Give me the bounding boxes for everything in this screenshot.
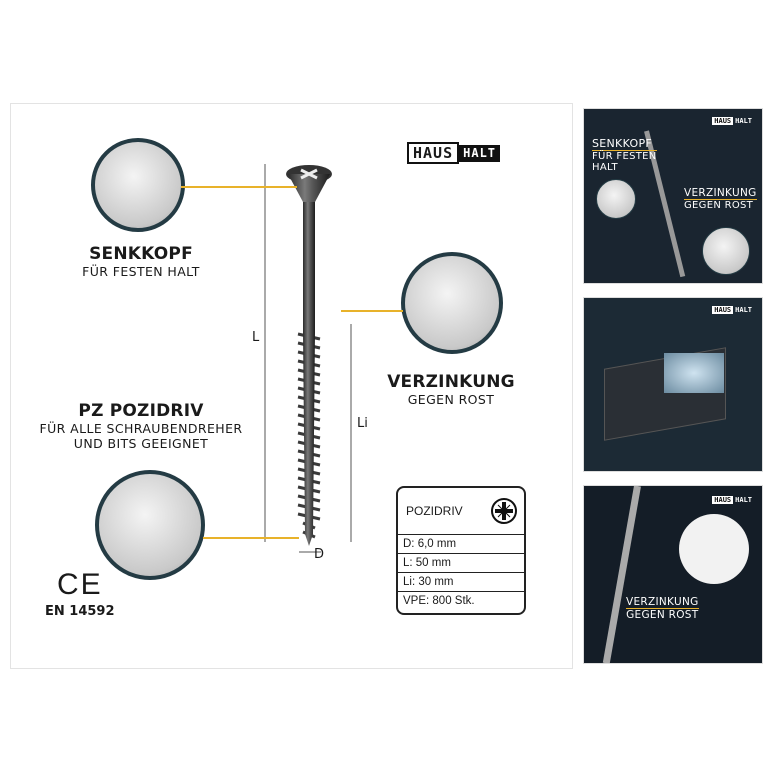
logo-part-haus: HAUS: [712, 117, 734, 125]
thumb-text: VERZINKUNG GEGEN ROST: [684, 187, 757, 211]
spec-row-packaging: VPE: 800 Stk.: [403, 595, 475, 607]
spec-header-label: POZIDRIV: [406, 504, 463, 518]
thumbnail-3[interactable]: HAUS HALT VERZINKUNG GEGEN ROST: [583, 485, 763, 664]
leader-line: [203, 537, 299, 539]
spec-table: POZIDRIV D: 6,0 mm L: 50 mm Li: 30 mm VP…: [396, 486, 526, 615]
screw-illustration: [264, 164, 352, 553]
logo-part-halt: HALT: [735, 117, 752, 125]
brand-logo: HAUS HALT: [712, 117, 754, 125]
brand-logo: HAUS HALT: [407, 142, 501, 164]
senkkopf-detail-image: [91, 138, 185, 232]
feature-subtitle: GEGEN ROST: [407, 392, 495, 407]
spec-row-thread-length: Li: 30 mm: [398, 573, 524, 592]
thumb-title: VERZINKUNG: [684, 187, 757, 200]
thumb-sub: HALT: [592, 162, 618, 173]
thumb-text: VERZINKUNG GEGEN ROST: [626, 596, 699, 621]
screws-pile-image: [664, 353, 724, 393]
brand-logo: HAUS HALT: [712, 496, 754, 504]
thumb-detail-image: [596, 179, 636, 219]
thumb-detail-image: [679, 514, 749, 584]
ce-mark: CE: [57, 568, 103, 601]
pozidriv-detail-image: [95, 470, 205, 580]
logo-part-haus: HAUS: [407, 142, 460, 164]
thumb-text: SENKKOPF FÜR FESTEN HALT: [592, 137, 657, 173]
feature-verzinkung: VERZINKUNG GEGEN ROST: [383, 372, 519, 407]
feature-subtitle: FÜR FESTEN HALT: [82, 264, 200, 279]
feature-senkkopf: SENKKOPF FÜR FESTEN HALT: [61, 244, 221, 279]
pozidriv-cross-icon: [491, 498, 517, 524]
logo-part-halt: HALT: [735, 306, 752, 314]
thumb-detail-image: [702, 227, 750, 275]
main-product-image: HAUS HALT L Li D SENKKOPF FÜR FESTEN HAL…: [10, 103, 573, 669]
dimension-label-d: D: [314, 547, 325, 562]
thumbnail-2[interactable]: HAUS HALT: [583, 297, 763, 472]
verzinkung-detail-image: [401, 252, 503, 354]
spec-header: POZIDRIV: [398, 488, 524, 535]
feature-title: SENKKOPF: [89, 244, 193, 264]
leader-line: [181, 186, 297, 188]
standard-label: EN 14592: [45, 604, 115, 619]
feature-pozidriv: PZ POZIDRIV FÜR ALLE SCHRAUBENDREHER UND…: [31, 401, 251, 451]
feature-subtitle: FÜR ALLE SCHRAUBENDREHER: [39, 421, 243, 436]
spec-row-length: L: 50 mm: [398, 554, 524, 573]
dimension-label-li: Li: [357, 416, 368, 431]
thumb-sub: FÜR FESTEN: [592, 151, 657, 162]
logo-part-haus: HAUS: [712, 496, 734, 504]
thumb-sub: GEGEN ROST: [626, 609, 699, 621]
thumbnail-1[interactable]: HAUS HALT SENKKOPF FÜR FESTEN HALT VERZI…: [583, 108, 763, 284]
thumb-sub: GEGEN ROST: [684, 200, 754, 211]
thumb-title: SENKKOPF: [592, 137, 657, 151]
feature-title: PZ POZIDRIV: [78, 401, 204, 421]
screw-image: [602, 486, 641, 663]
dimension-label-l: L: [252, 330, 260, 345]
logo-part-halt: HALT: [735, 496, 752, 504]
spec-row-diameter: D: 6,0 mm: [398, 535, 524, 554]
feature-subtitle: UND BITS GEEIGNET: [73, 436, 209, 451]
leader-line: [341, 310, 403, 312]
feature-title: VERZINKUNG: [387, 372, 515, 392]
logo-part-haus: HAUS: [712, 306, 734, 314]
thumb-title: VERZINKUNG: [626, 596, 699, 609]
brand-logo: HAUS HALT: [712, 306, 754, 314]
logo-part-halt: HALT: [459, 144, 501, 162]
